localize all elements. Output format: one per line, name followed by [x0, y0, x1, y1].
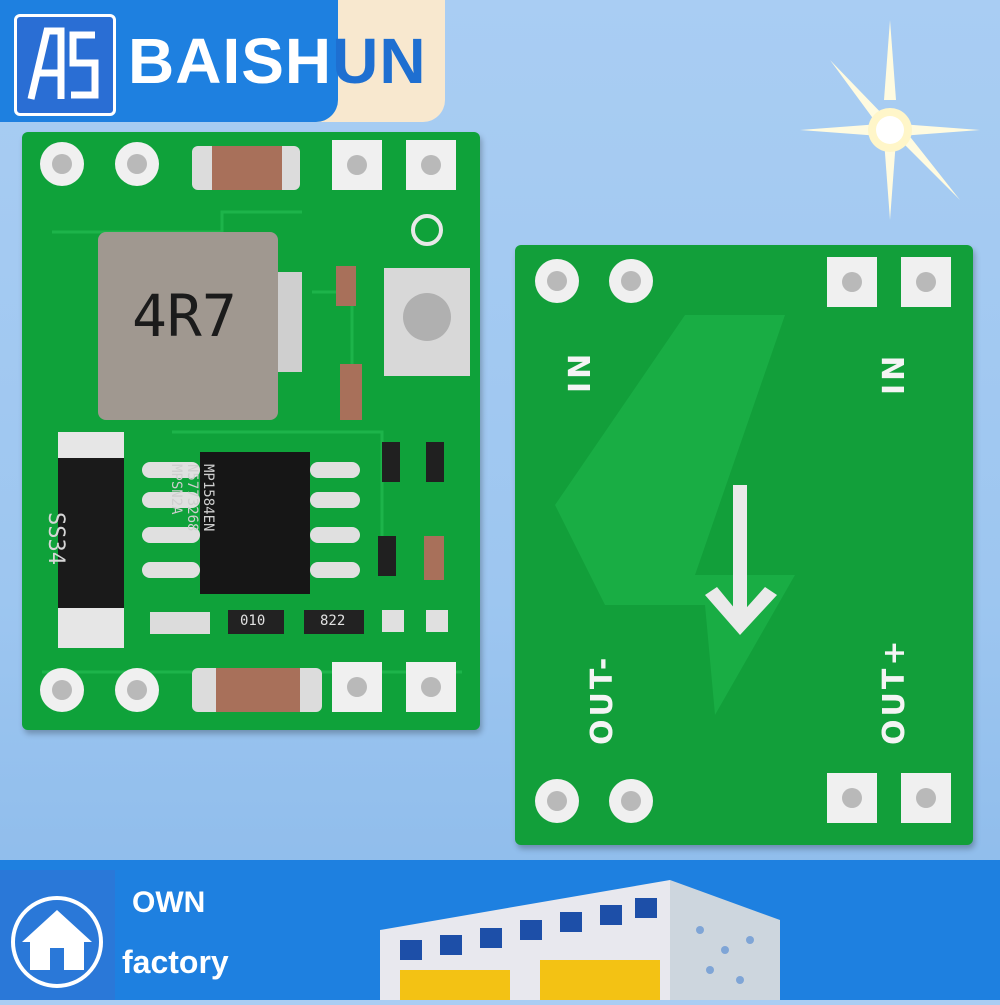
ic-label: MP1584EN N5773268 MPSN2A [168, 464, 216, 531]
pcb-front: 4R7 SS34 MP1584EN N5773268 MPSN2A 010 82… [22, 132, 480, 730]
inductor-label: 4R7 [132, 282, 237, 350]
home-icon [11, 896, 103, 988]
pcb-back: IN IN OUT- OUT+ [515, 245, 973, 845]
brand-name: BAISHUN [128, 25, 427, 97]
ic-line-1: MP1584EN [200, 464, 216, 532]
footer-factory: factory [122, 944, 229, 980]
footer-own: OWN [132, 886, 206, 919]
ic-line-2: N5773268 [184, 464, 200, 532]
resistor-label-1: 010 [240, 613, 266, 629]
home-badge [0, 870, 115, 1000]
brand-logo [14, 14, 116, 116]
factory-building-graphic [380, 880, 780, 1000]
ic-line-3: MPSN2A [168, 464, 184, 515]
label-in-right: IN [877, 352, 912, 395]
label-out-minus: OUT- [585, 654, 620, 745]
diode-label: SS34 [43, 512, 68, 565]
sun-graphic [800, 20, 980, 220]
label-out-plus: OUT+ [877, 637, 912, 745]
label-in-left: IN [563, 350, 598, 393]
resistor-label-2: 822 [320, 613, 346, 629]
